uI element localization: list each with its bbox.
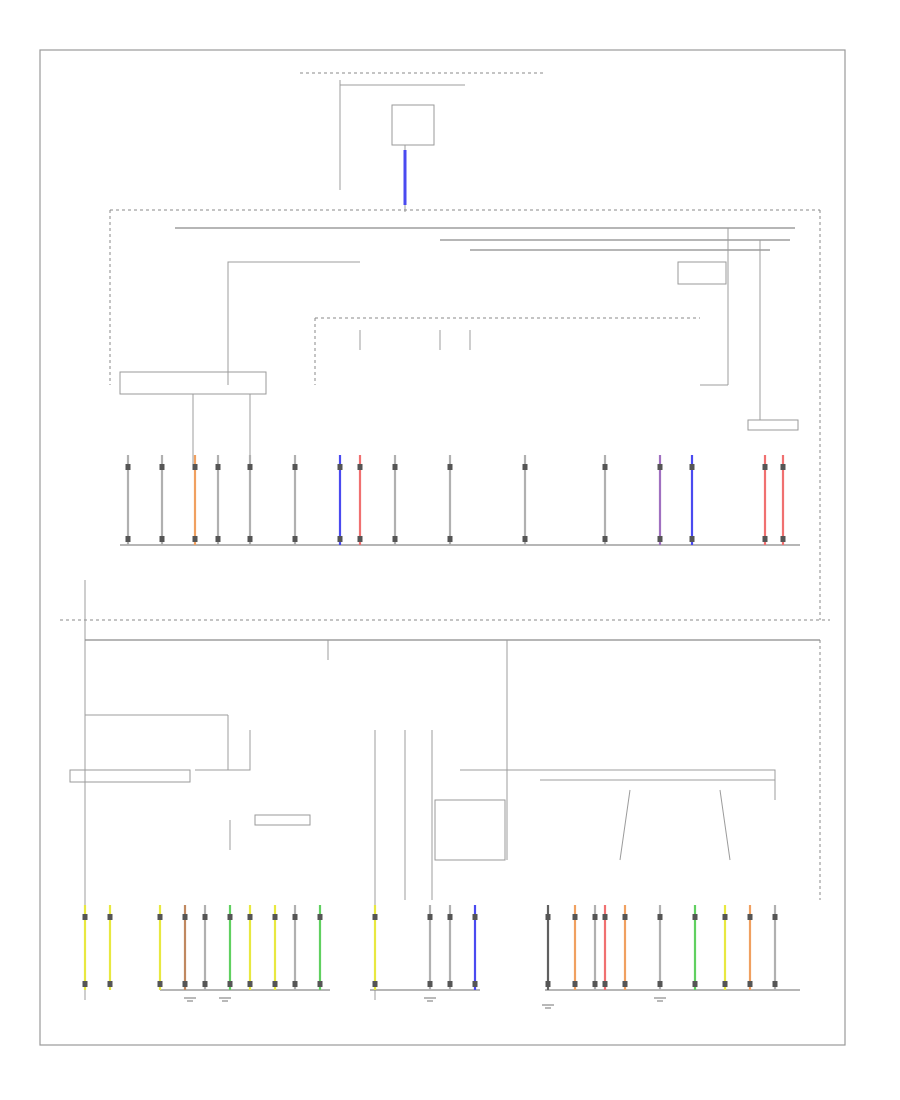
- fuse-box-top: [391, 104, 435, 146]
- lower-wire-connector-4-1: [592, 981, 598, 987]
- lower-switch-feed: [195, 730, 251, 771]
- right-relay-box: [677, 261, 727, 285]
- upper-wire-connector-5-1: [689, 464, 695, 470]
- lower-wire-connector-4-8: [772, 914, 778, 920]
- right-lower-relay: [747, 419, 799, 431]
- lower-wire-connector-4-7: [747, 981, 753, 987]
- lower-wire-connector-4-6: [722, 914, 728, 920]
- lower-wire-connector-2-2: [447, 981, 453, 987]
- lower-wire-connector-0-0: [82, 981, 88, 987]
- upper-wire-connector-0-1: [159, 536, 165, 542]
- lower-wire-connector-2-3: [472, 914, 478, 920]
- lower-wire-connector-4-1: [592, 914, 598, 920]
- circuit-wires: [82, 455, 786, 990]
- lower-wire-connector-2-1: [427, 914, 433, 920]
- lower-wire-connector-2-0: [372, 914, 378, 920]
- lower-wire-connector-1-0: [157, 914, 163, 920]
- upper-wire-connector-5-0: [657, 464, 663, 470]
- upper-wire-connector-3-0: [522, 464, 528, 470]
- lower-wire-connector-1-4: [247, 981, 253, 987]
- upper-wire-connector-5-1: [689, 536, 695, 542]
- upper-wire-connector-1-2: [392, 536, 398, 542]
- upper-wire-connector-0-2: [192, 536, 198, 542]
- lower-wire-connector-1-5: [272, 914, 278, 920]
- upper-wire-connector-1-2: [392, 464, 398, 470]
- lower-wire-connector-4-0: [572, 981, 578, 987]
- upper-wire-connector-1-1: [357, 464, 363, 470]
- upper-wire-connector-0-3: [215, 464, 221, 470]
- upper-wire-connector-6-0: [762, 464, 768, 470]
- circuit-structure: [60, 72, 830, 1009]
- lower-wire-connector-0-1: [107, 914, 113, 920]
- lower-wire-connector-4-5: [692, 914, 698, 920]
- upper-wire-connector-0-3: [215, 536, 221, 542]
- lower-wire-connector-4-5: [692, 981, 698, 987]
- upper-wire-connector-1-1: [357, 536, 363, 542]
- lower-wire-connector-4-4: [657, 981, 663, 987]
- upper-wire-connector-1-0: [337, 536, 343, 542]
- lower-wire-connector-1-7: [317, 981, 323, 987]
- lower-wire-connector-3-0: [545, 981, 551, 987]
- lower-wire-connector-1-6: [292, 914, 298, 920]
- lower-wire-connector-4-2: [602, 914, 608, 920]
- upper-wire-connector-0-0: [125, 536, 131, 542]
- upper-wire-connector-0-4: [247, 464, 253, 470]
- upper-wire-connector-2-0: [447, 536, 453, 542]
- lower-wire-connector-1-2: [202, 914, 208, 920]
- lower-wire-connector-1-3: [227, 981, 233, 987]
- upper-wire-connector-2-0: [447, 464, 453, 470]
- upper-wire-connector-0-1: [159, 464, 165, 470]
- lower-wire-connector-4-4: [657, 914, 663, 920]
- lower-left-relay: [69, 769, 191, 783]
- lower-wire-connector-1-6: [292, 981, 298, 987]
- upper-wire-connector-0-0: [125, 464, 131, 470]
- lower-wire-connector-4-3: [622, 981, 628, 987]
- upper-wire-connector-6-0: [762, 536, 768, 542]
- upper-wire-connector-3-0: [522, 536, 528, 542]
- lower-wire-connector-4-2: [602, 981, 608, 987]
- lower-wire-connector-1-7: [317, 914, 323, 920]
- upper-wire-connector-6-1: [780, 464, 786, 470]
- lower-wire-connector-1-1: [182, 981, 188, 987]
- lower-wire-connector-0-1: [107, 981, 113, 987]
- upper-wire-connector-0-5: [292, 464, 298, 470]
- upper-wire-connector-1-0: [337, 464, 343, 470]
- lower-wire-connector-4-7: [747, 914, 753, 920]
- lower-wire-connector-1-0: [157, 981, 163, 987]
- diagram-frame: [39, 49, 846, 1046]
- lower-wire-connector-4-8: [772, 981, 778, 987]
- lower-wire-connector-2-1: [427, 981, 433, 987]
- lower-right-feed: [460, 769, 776, 800]
- lower-wire-connector-0-0: [82, 914, 88, 920]
- upper-left-feed: [227, 261, 360, 385]
- upper-wire-connector-0-4: [247, 536, 253, 542]
- lower-right-switches: [619, 789, 731, 861]
- lower-wire-connector-1-3: [227, 914, 233, 920]
- upper-wire-connector-4-0: [602, 464, 608, 470]
- lower-wire-connector-4-3: [622, 914, 628, 920]
- lower-wire-connector-1-1: [182, 914, 188, 920]
- upper-wire-connector-4-0: [602, 536, 608, 542]
- upper-wire-connector-0-2: [192, 464, 198, 470]
- upper-wire-connector-0-5: [292, 536, 298, 542]
- lower-wire-connector-1-5: [272, 981, 278, 987]
- upper-wire-connector-6-1: [780, 536, 786, 542]
- lower-wire-connector-4-6: [722, 981, 728, 987]
- lower-wire-connector-1-2: [202, 981, 208, 987]
- upper-wire-connector-5-0: [657, 536, 663, 542]
- lower-wire-connector-4-0: [572, 914, 578, 920]
- lower-wire-connector-2-3: [472, 981, 478, 987]
- upper-left-relay: [119, 371, 267, 395]
- lower-wire-connector-2-2: [447, 914, 453, 920]
- lower-wire-connector-3-0: [545, 914, 551, 920]
- lower-switch-box: [254, 814, 311, 826]
- lower-wire-connector-2-0: [372, 981, 378, 987]
- lower-wire-connector-1-4: [247, 914, 253, 920]
- lower-mid-relay-box: [434, 799, 506, 861]
